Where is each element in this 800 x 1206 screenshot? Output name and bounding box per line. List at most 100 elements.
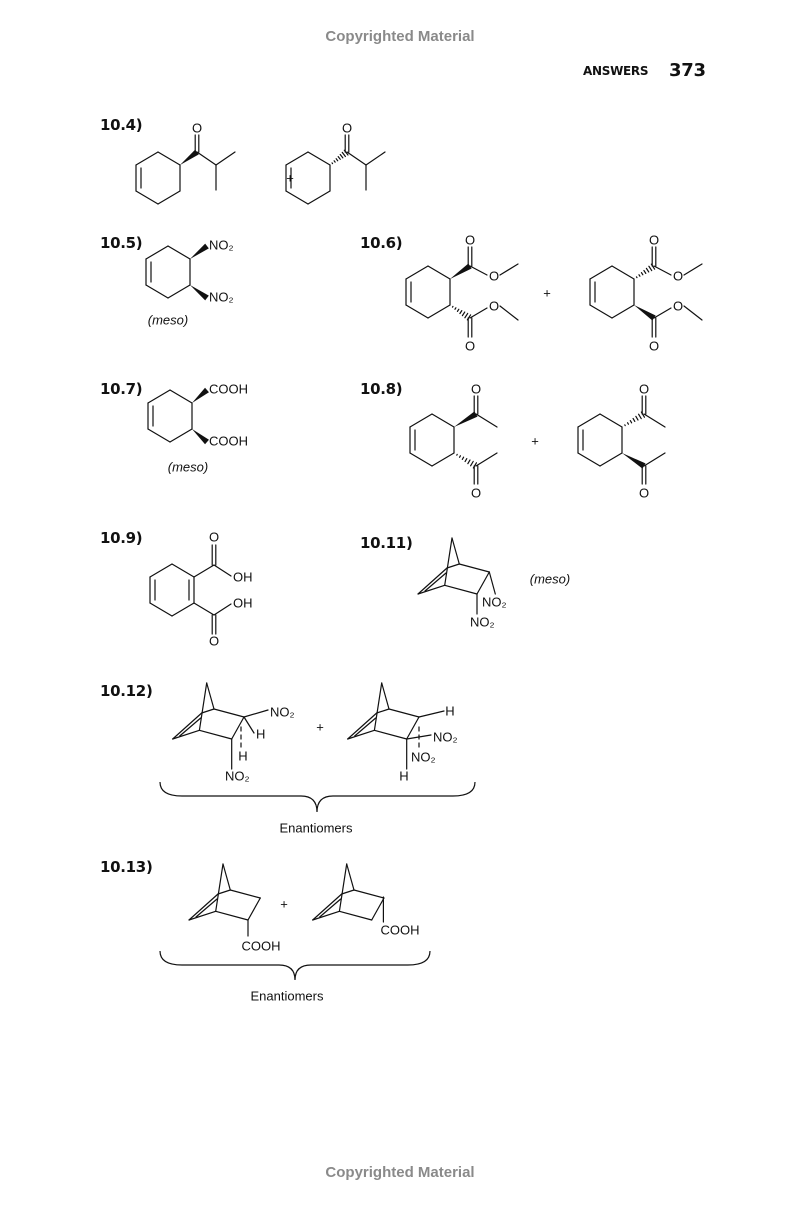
ring-bond [417, 567, 448, 595]
hashed-bond [470, 460, 474, 467]
ring-bond [247, 897, 261, 921]
bond [243, 709, 269, 718]
hashed-bond [467, 459, 471, 465]
ring-bond [409, 452, 433, 467]
hashed-bond [645, 267, 650, 273]
ring-bond [476, 571, 490, 595]
wedge-bond [190, 285, 209, 301]
ring-bond [417, 584, 446, 595]
ring-bond [135, 190, 159, 205]
bond [653, 307, 672, 319]
wedge-bond [180, 149, 199, 165]
ring-bond [157, 190, 181, 205]
bond [213, 603, 232, 616]
plus-sign: + [543, 285, 551, 301]
meso-note: (meso) [167, 459, 209, 475]
ring-bond [167, 284, 191, 299]
watermark-bottom: Copyrighted Material [325, 1164, 475, 1181]
enantiomer-brace [159, 781, 476, 813]
ring-bond [149, 563, 173, 578]
meso-note: (meso) [147, 312, 189, 328]
problem-label: 10.7) [100, 380, 143, 398]
ring-bond [135, 151, 159, 166]
bridge-bond [206, 682, 215, 710]
atom-label: NO₂ [470, 614, 495, 630]
double-bond-inner [319, 898, 342, 918]
hashed-bond [629, 420, 633, 424]
ring-bond [431, 413, 455, 428]
problem-label: 10.12) [100, 682, 153, 700]
hashed-bond [461, 311, 466, 317]
ring-bond [431, 452, 455, 467]
hashed-bond [331, 162, 334, 165]
bond [193, 602, 215, 616]
ring-bond [169, 389, 193, 404]
ring-bond [229, 889, 261, 899]
ring-bond [376, 708, 390, 714]
ring-bond [167, 245, 191, 260]
hashed-bond [341, 151, 347, 158]
bond [346, 151, 367, 166]
ring-bond [427, 265, 451, 280]
atom-label: H [238, 748, 248, 764]
plus-sign: + [316, 719, 324, 735]
atom-label: H [445, 703, 455, 719]
double-bond-inner [354, 717, 377, 737]
atom-label: COOH [380, 922, 420, 938]
atom-label: NO₂ [225, 768, 250, 784]
brace-caption: Enantiomers [279, 820, 353, 836]
ring-bond [145, 245, 169, 260]
ring-bond [589, 304, 613, 319]
atom-label: NO₂ [209, 289, 234, 305]
atom-label: COOH [241, 938, 281, 954]
atom-label: O [470, 381, 482, 397]
atom-label: O [672, 298, 684, 314]
ring-bond [405, 265, 429, 280]
enantiomer-brace [159, 950, 431, 981]
ring-bond [213, 708, 245, 718]
ring-bond [307, 190, 331, 205]
atom-label: OH [233, 595, 253, 611]
hashed-bond [335, 158, 339, 162]
ring-bond [172, 712, 203, 740]
hashed-bond [635, 415, 639, 421]
ring-bond [611, 265, 635, 280]
bond [499, 263, 519, 276]
wedge-bond [450, 263, 472, 279]
atom-label: COOH [209, 381, 248, 397]
plus-sign: + [531, 433, 539, 449]
ring-bond [171, 563, 195, 578]
ring-bond [577, 452, 601, 467]
atom-label: NO₂ [411, 749, 436, 765]
bond [243, 716, 255, 734]
ring-bond [198, 729, 233, 740]
meso-note: (meso) [529, 571, 571, 587]
bridge-bond [444, 537, 453, 586]
wedge-bond [454, 411, 478, 427]
bond [215, 151, 236, 166]
bond [488, 571, 496, 595]
ring-bond [188, 910, 217, 921]
bond [683, 305, 703, 321]
plus-sign: + [280, 896, 288, 912]
bond [643, 413, 666, 428]
ring-bond [406, 716, 420, 740]
ring-bond [201, 708, 215, 714]
atom-label: O [488, 268, 500, 284]
bridge-bond [381, 682, 390, 710]
bridge-bond [373, 682, 383, 731]
bridge-bond [198, 682, 208, 731]
atom-label: O [648, 232, 660, 248]
bond [365, 151, 386, 166]
ring-bond [347, 712, 378, 740]
atom-label: O [341, 120, 353, 136]
ring-bond [341, 889, 355, 895]
hashed-bond [640, 272, 644, 276]
ring-bond [307, 151, 331, 166]
hashed-bond [337, 155, 341, 160]
ring-bond [171, 602, 195, 617]
problem-label: 10.13) [100, 858, 153, 876]
atom-label: H [399, 768, 409, 784]
bond [469, 307, 488, 319]
